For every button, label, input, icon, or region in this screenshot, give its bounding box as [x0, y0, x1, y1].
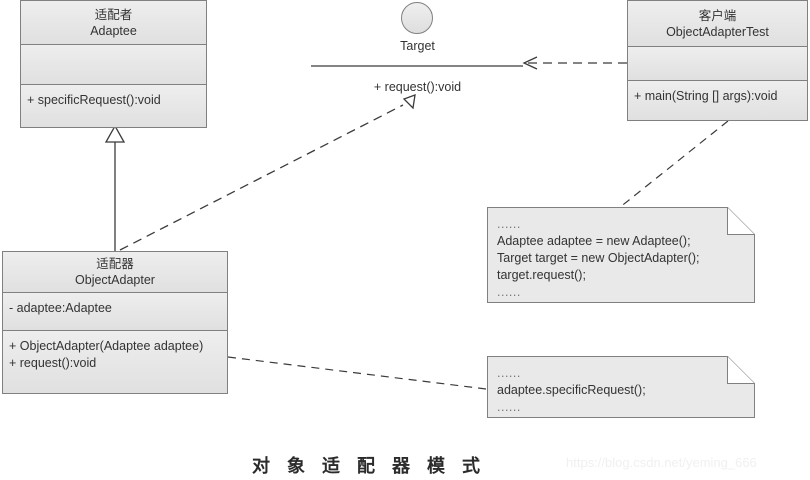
operation-row: + specificRequest():void: [27, 93, 161, 107]
class-attributes-object-adapter: - adaptee:Adaptee: [3, 293, 227, 331]
class-title-adaptee: 适配者 Adaptee: [21, 1, 206, 45]
relation-client-depends-on-target: [522, 56, 627, 70]
interface-operation-target: + request():void: [373, 80, 462, 94]
interface-name-target: Target: [400, 39, 435, 53]
relation-client-note-anchor: [618, 120, 729, 209]
note-client[interactable]: ...... Adaptee adaptee = new Adaptee(); …: [487, 207, 755, 303]
class-box-adaptee[interactable]: 适配者 Adaptee + specificRequest():void: [20, 0, 207, 128]
class-stereotype-object-adapter: 适配器: [96, 257, 134, 271]
note-line: ......: [497, 217, 521, 231]
note-line: ......: [497, 366, 521, 380]
class-operations-client: + main(String [] args):void: [628, 81, 807, 120]
class-operations-object-adapter: + ObjectAdapter(Adaptee adaptee) + reque…: [3, 331, 227, 393]
operation-row: + ObjectAdapter(Adaptee adaptee): [9, 339, 204, 353]
note-line: adaptee.specificRequest();: [497, 383, 646, 397]
note-line: target.request();: [497, 268, 586, 282]
class-operations-adaptee: + specificRequest():void: [21, 85, 206, 127]
note-shape: [487, 356, 755, 418]
class-title-object-adapter: 适配器 ObjectAdapter: [3, 252, 227, 293]
class-attributes-client: [628, 47, 807, 81]
interface-ball-icon: [401, 2, 433, 34]
class-stereotype-client: 客户端: [698, 8, 737, 23]
watermark: https://blog.csdn.net/yeming_666: [566, 455, 757, 470]
note-adapter[interactable]: ...... adaptee.specificRequest(); ......: [487, 356, 755, 418]
attribute-row: - adaptee:Adaptee: [9, 301, 112, 315]
operation-row: + request():void: [9, 356, 97, 370]
class-stereotype-adaptee: 适配者: [94, 7, 133, 22]
note-line: ......: [497, 400, 521, 414]
class-attributes-adaptee: [21, 45, 206, 85]
class-box-client[interactable]: 客户端 ObjectAdapterTest + main(String [] a…: [627, 0, 808, 121]
note-client-text: ...... Adaptee adaptee = new Adaptee(); …: [487, 207, 755, 309]
class-title-client: 客户端 ObjectAdapterTest: [628, 1, 807, 47]
class-box-object-adapter[interactable]: 适配器 ObjectAdapter - adaptee:Adaptee + Ob…: [2, 251, 228, 394]
interface-target[interactable]: Target + request():void: [310, 0, 525, 100]
note-shape: [487, 207, 755, 303]
diagram-caption: 对 象 适 配 器 模 式: [252, 456, 487, 476]
class-name-client: ObjectAdapterTest: [666, 24, 769, 39]
operation-row: + main(String [] args):void: [634, 89, 778, 103]
note-line: Target target = new ObjectAdapter();: [497, 251, 700, 265]
relation-adapter-note-anchor: [227, 356, 487, 390]
class-name-object-adapter: ObjectAdapter: [75, 273, 155, 287]
relation-adapter-to-adaptee: [104, 124, 126, 251]
note-adapter-text: ...... adaptee.specificRequest(); ......: [487, 356, 755, 424]
note-line: Adaptee adaptee = new Adaptee();: [497, 234, 691, 248]
note-line: ......: [497, 285, 521, 299]
class-name-adaptee: Adaptee: [90, 23, 137, 38]
